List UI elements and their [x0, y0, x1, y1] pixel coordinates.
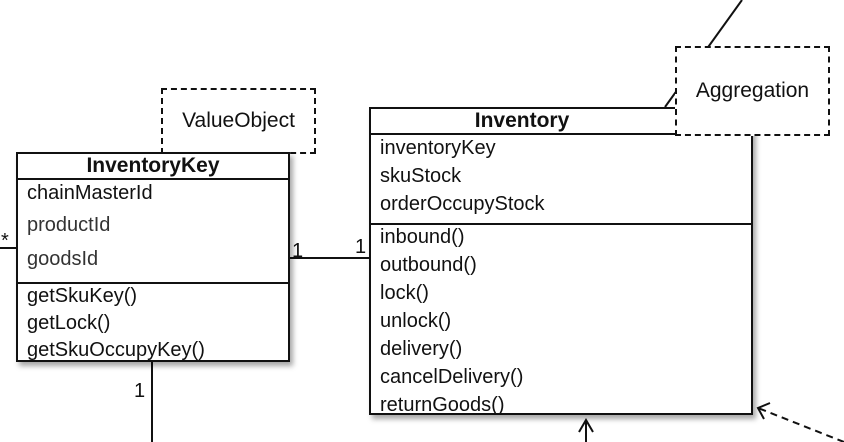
method: inbound(): [380, 226, 465, 248]
dependency-arrow-line: [757, 407, 844, 442]
multiplicity-key-bottom: 1: [134, 380, 146, 402]
aggregation-label: Aggregation: [695, 79, 810, 102]
inheritance-arrow-head: [578, 418, 594, 433]
method: getSkuKey(): [27, 285, 138, 307]
inventory-attributes: inventoryKey skuStock orderOccupyStock: [371, 135, 751, 223]
method: outbound(): [380, 254, 477, 276]
inventory-methods: inbound() outbound() lock() unlock() del…: [371, 223, 751, 422]
attribute: inventoryKey: [380, 137, 496, 159]
attribute: orderOccupyStock: [380, 193, 545, 215]
method: getSkuOccupyKey(): [27, 339, 205, 361]
aggregation-note: Aggregation: [675, 46, 830, 136]
inventory-title: Inventory: [371, 109, 751, 135]
method: lock(): [380, 282, 429, 304]
attribute: goodsId: [27, 248, 99, 270]
multiplicity-left-edge: *: [1, 230, 9, 252]
inventory-key-title: InventoryKey: [18, 154, 288, 180]
attribute: skuStock: [380, 165, 462, 187]
method: returnGoods(): [380, 394, 505, 416]
method: unlock(): [380, 310, 452, 332]
method: delivery(): [380, 338, 463, 360]
multiplicity-near-key: 1: [292, 240, 304, 262]
inventory-key-class[interactable]: InventoryKey chainMasterId productId goo…: [16, 152, 290, 362]
method: getLock(): [27, 312, 111, 334]
attribute: productId: [27, 214, 111, 236]
inventory-key-attributes: chainMasterId productId goodsId: [18, 180, 288, 282]
value-object-label: ValueObject: [182, 109, 295, 132]
method: cancelDelivery(): [380, 366, 524, 388]
value-object-note: ValueObject: [161, 88, 316, 154]
inventory-class[interactable]: Inventory inventoryKey skuStock orderOcc…: [369, 107, 753, 416]
inventory-key-methods: getSkuKey() getLock() getSkuOccupyKey(): [18, 282, 288, 366]
multiplicity-near-inventory: 1: [355, 236, 367, 258]
dependency-arrow-head: [756, 402, 771, 420]
attribute: chainMasterId: [27, 182, 153, 204]
